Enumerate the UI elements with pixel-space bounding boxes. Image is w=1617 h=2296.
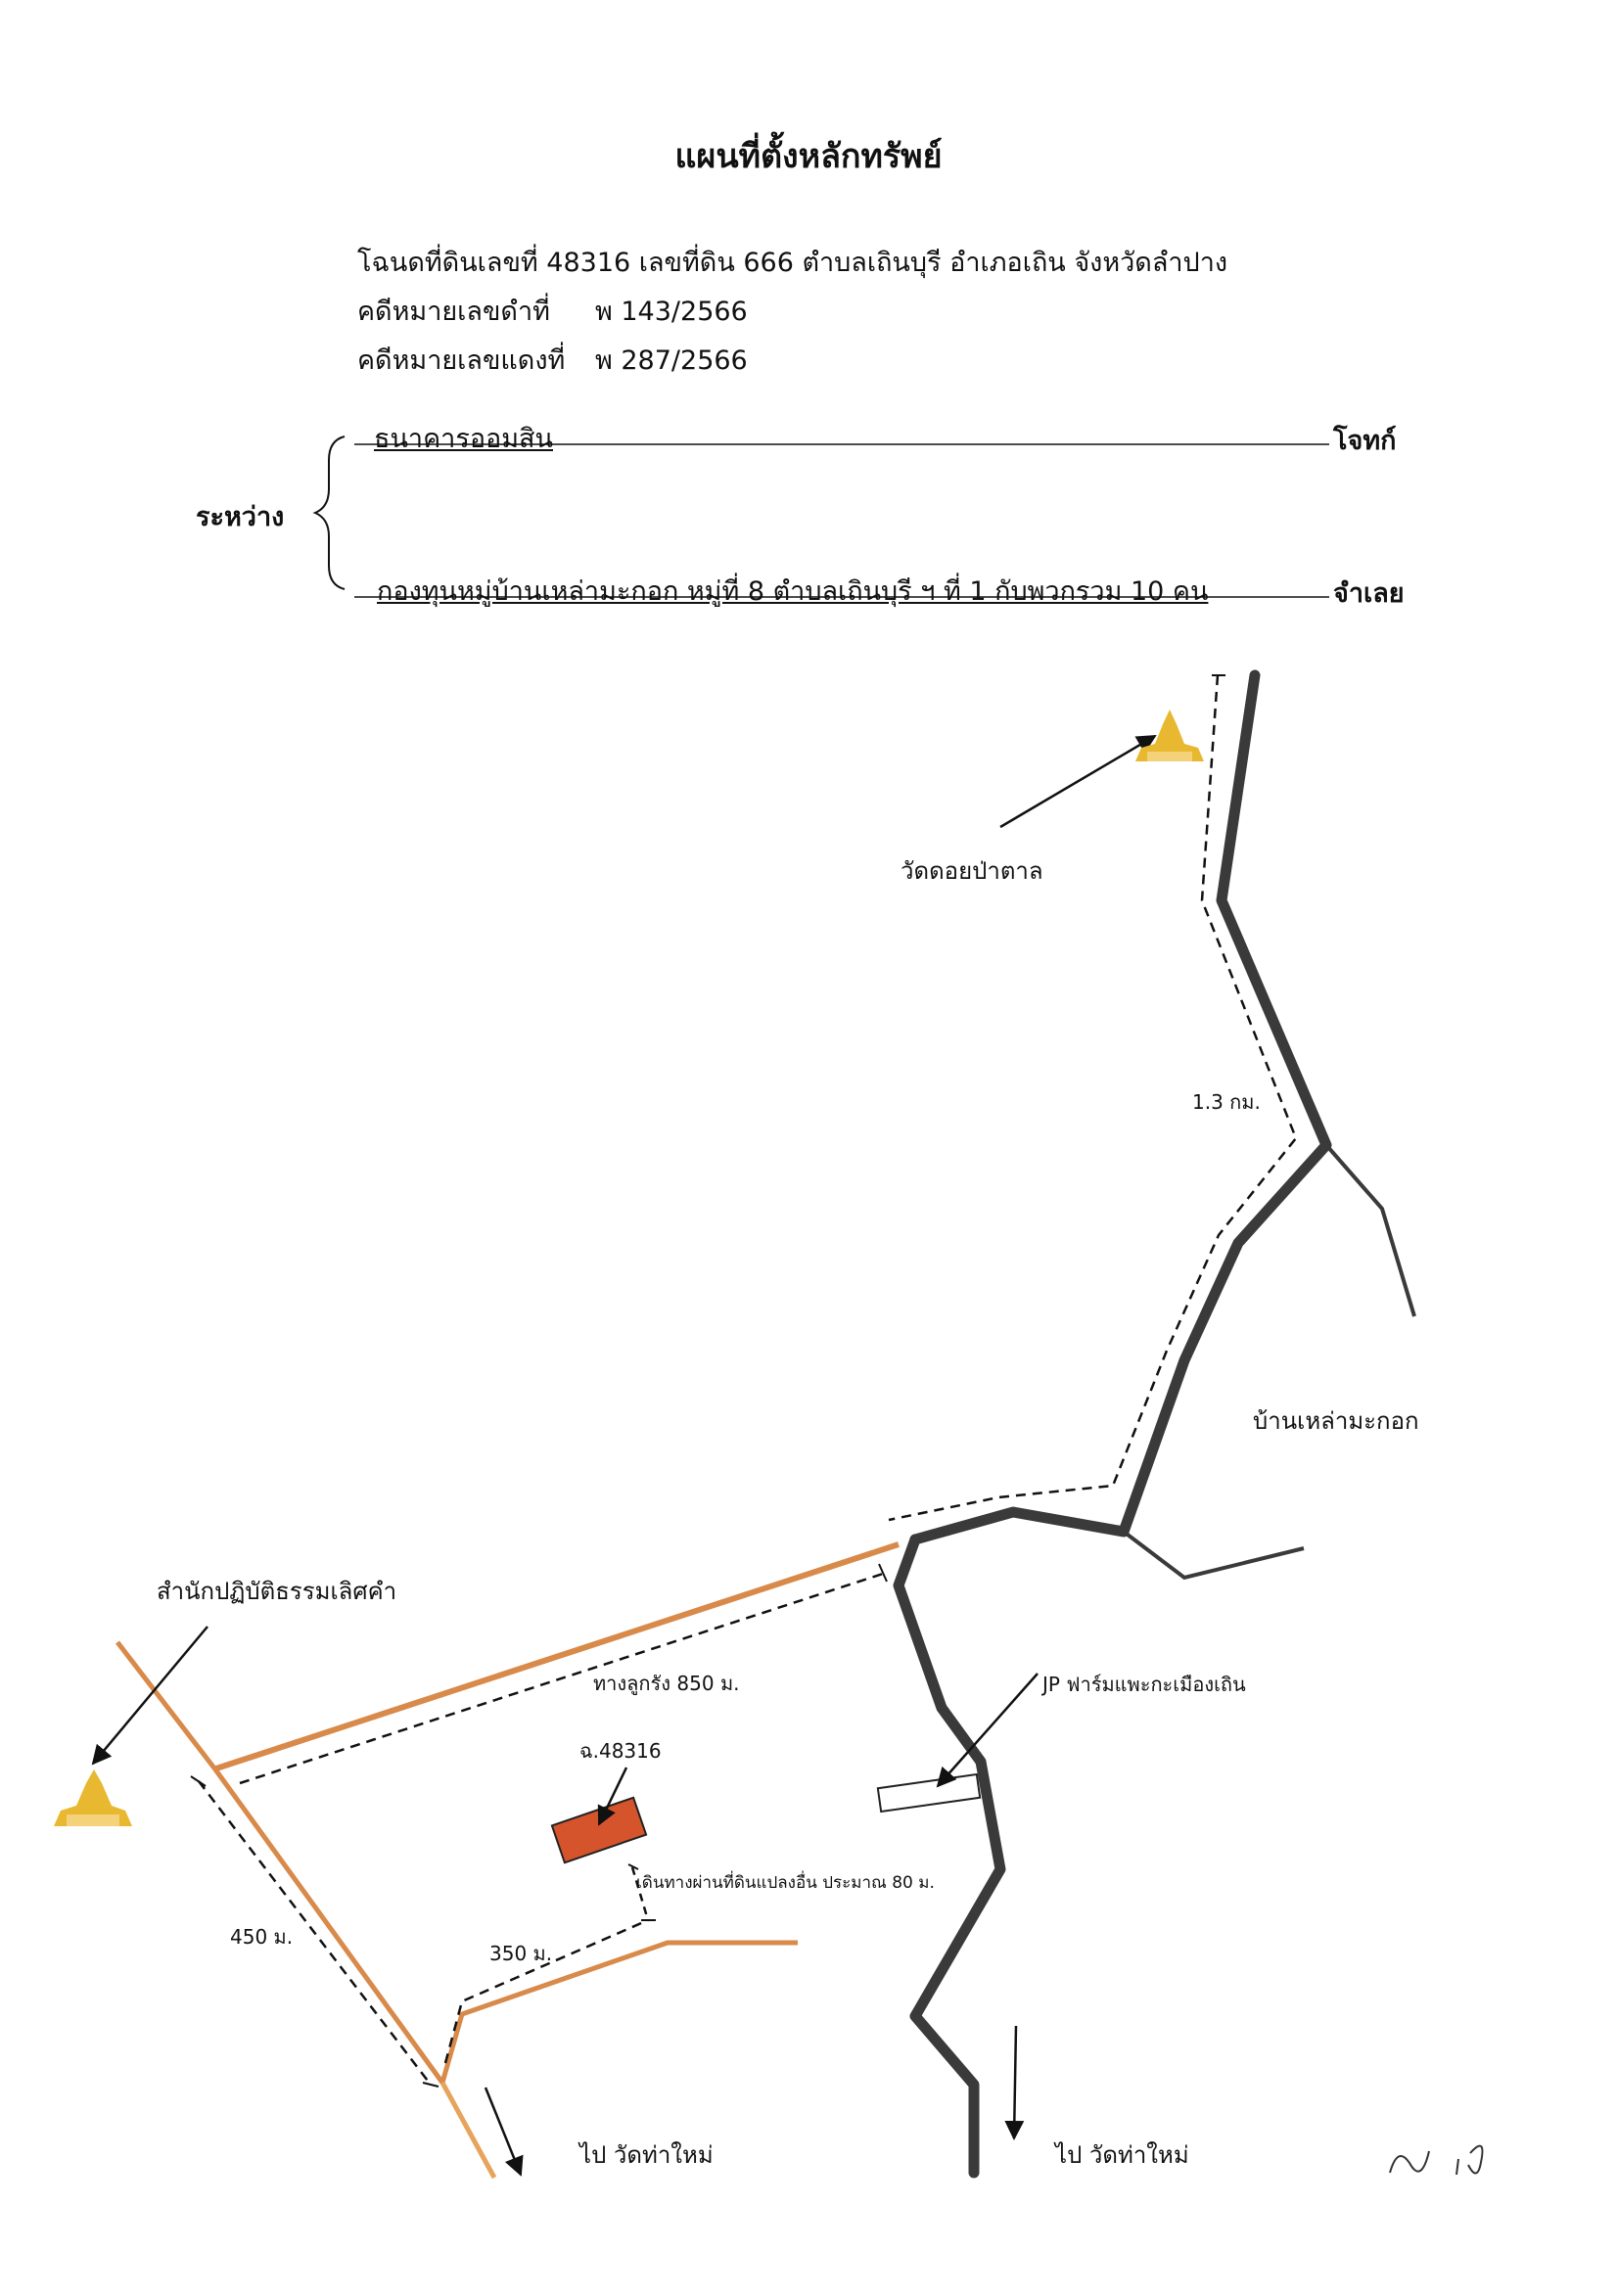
road-to-temple (439, 2081, 497, 2180)
label-to-temple-left: ไป วัดท่าใหม่ (579, 2141, 714, 2169)
signature-mark (1389, 2144, 1484, 2176)
label-distance-450: 450 ม. (230, 1925, 294, 1949)
arrow-to-temple-right (1004, 2025, 1025, 2140)
temple-dharma-center-icon (54, 1769, 132, 1826)
label-distance-13km: 1.3 กม. (1192, 1090, 1261, 1114)
label-to-temple-right: ไป วัดท่าใหม่ (1055, 2141, 1189, 2169)
arrow-dharma-center (91, 1626, 208, 1766)
route-dashed-350 (443, 1918, 649, 2064)
label-farm: JP ฟาร์มแพะกะเมืองเถิน (1042, 1673, 1246, 1696)
arrow-temple-north (999, 734, 1157, 829)
main-road-upper (909, 669, 1332, 1545)
arrow-farm (936, 1673, 1039, 1788)
dirt-road-850 (212, 1541, 900, 1772)
red-case-label: คดีหมายเลขแดงที่ (357, 345, 566, 376)
arrow-parcel (597, 1767, 628, 1826)
plaintiff-role: โจทก์ (1333, 426, 1397, 456)
branch-road-village (1122, 1530, 1305, 1581)
between-label: ระหว่าง (196, 502, 285, 532)
farm-building-icon (876, 1772, 982, 1814)
label-road-850: ทางลูกรัง 850 ม. (593, 1672, 740, 1695)
arrow-to-temple-left (484, 2087, 524, 2177)
red-case-number: พ 287/2566 (595, 345, 748, 376)
defendant-role: จำเลย (1333, 578, 1405, 609)
route-dashed-450 (198, 1780, 432, 2086)
route-dashed-walk (630, 1866, 650, 1921)
route-dashed-850 (239, 1572, 884, 1785)
label-parcel: ฉ.48316 (579, 1739, 662, 1763)
label-distance-350: 350 ม. (489, 1942, 553, 1965)
label-village: บ้านเหล่ามะกอก (1253, 1407, 1419, 1435)
dirt-road-west (116, 1640, 217, 1771)
plaintiff-name: ธนาคารออมสิน (374, 424, 553, 454)
label-dharma-center: สำนักปฏิบัติธรรมเลิศคำ (157, 1578, 397, 1605)
black-case-number: พ 143/2566 (595, 297, 748, 327)
page-title: แผนที่ตั้งหลักทรัพย์ (674, 137, 943, 176)
side-road (439, 1940, 798, 2084)
deed-line: โฉนดที่ดินเลขที่ 48316 เลขที่ดิน 666 ตำบ… (357, 248, 1228, 278)
label-temple-north: วัดดอยป่าตาล (901, 857, 1043, 885)
parcel-48316-icon (550, 1796, 648, 1864)
dirt-road-south (212, 1768, 445, 2085)
defendant-name: กองทุนหมู่บ้านเหล่ามะกอก หมู่ที่ 8 ตำบลเ… (377, 576, 1209, 607)
main-road-lower (893, 1534, 1006, 2179)
label-walk-note: เดินทางผ่านที่ดินแปลงอื่น ประมาณ 80 ม. (636, 1873, 935, 1893)
temple-north-icon (1135, 710, 1204, 761)
party-brace (312, 436, 346, 590)
black-case-label: คดีหมายเลขดำที่ (357, 297, 550, 327)
route-dashed-to-temple (888, 674, 1298, 1522)
branch-road-east (1324, 1143, 1416, 1317)
